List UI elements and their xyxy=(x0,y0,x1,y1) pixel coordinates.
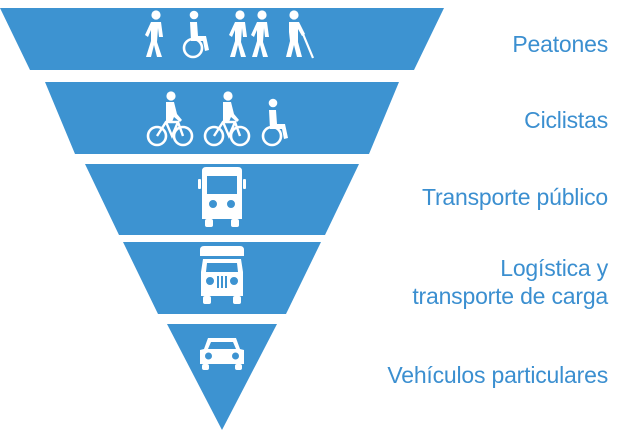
truck-icon xyxy=(200,246,244,304)
tier-band-logistica xyxy=(123,242,321,314)
tier-band-ciclistas xyxy=(45,82,399,154)
tier-label-transporte-publico: Transporte público xyxy=(421,184,608,210)
tier-label-vehiculos: Vehículos particulares xyxy=(387,362,608,388)
tier-label-peatones: Peatones xyxy=(512,31,608,57)
tier-band-peatones xyxy=(0,8,444,70)
tier-band-vehiculos xyxy=(167,324,277,430)
tier-label-logistica: Logística y transporte de carga xyxy=(412,255,608,309)
bus-icon xyxy=(198,167,246,227)
tier-label-ciclistas: Ciclistas xyxy=(524,107,608,133)
